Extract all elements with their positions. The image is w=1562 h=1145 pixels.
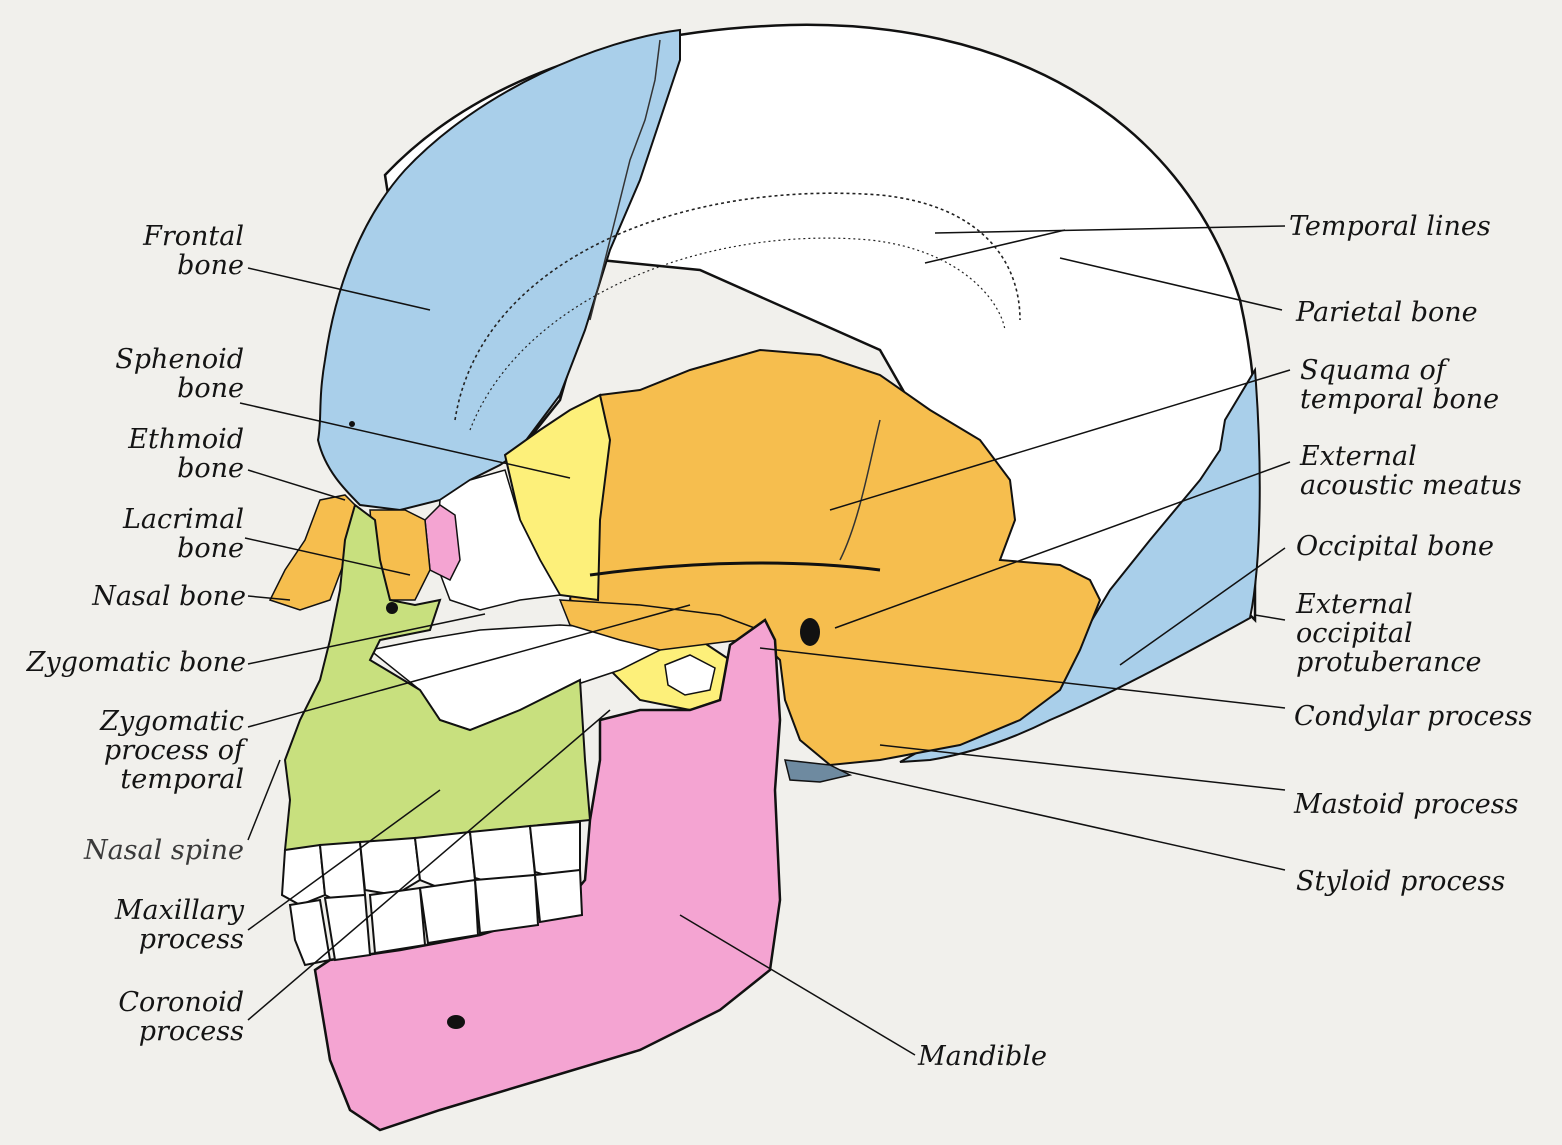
label-mastoid-process: Mastoid process <box>1294 790 1554 819</box>
label-nasal-bone: Nasal bone <box>40 582 246 611</box>
label-frontal-bone: Frontal bone <box>70 222 244 280</box>
label-zygomatic-bone: Zygomatic bone <box>0 648 246 677</box>
lacrimal-mark <box>386 602 398 614</box>
label-nasal-spine: Nasal spine <box>40 836 244 865</box>
label-external-occipital-protuberance: External occipital protuberance <box>1296 590 1546 677</box>
label-temporal-lines: Temporal lines <box>1289 212 1539 241</box>
mental-foramen <box>447 1015 465 1029</box>
label-squama-temporal: Squama of temporal bone <box>1300 356 1550 414</box>
label-mandible: Mandible <box>918 1042 1118 1071</box>
label-parietal-bone: Parietal bone <box>1296 298 1546 327</box>
label-styloid-process: Styloid process <box>1296 867 1556 896</box>
label-lacrimal-bone: Lacrimal bone <box>60 505 244 563</box>
label-condylar-process: Condylar process <box>1294 702 1554 731</box>
label-maxillary-process: Maxillary process <box>40 896 244 954</box>
supraorbital-mark <box>349 421 355 427</box>
label-ethmoid-bone: Ethmoid bone <box>60 425 244 483</box>
label-external-acoustic-meatus: External acoustic meatus <box>1300 442 1550 500</box>
external-acoustic-meatus-hole <box>800 618 820 646</box>
label-sphenoid-bone: Sphenoid bone <box>60 345 244 403</box>
label-occipital-bone: Occipital bone <box>1296 532 1546 561</box>
label-zygomatic-process: Zygomatic process of temporal <box>40 707 244 794</box>
label-coronoid-process: Coronoid process <box>40 988 244 1046</box>
